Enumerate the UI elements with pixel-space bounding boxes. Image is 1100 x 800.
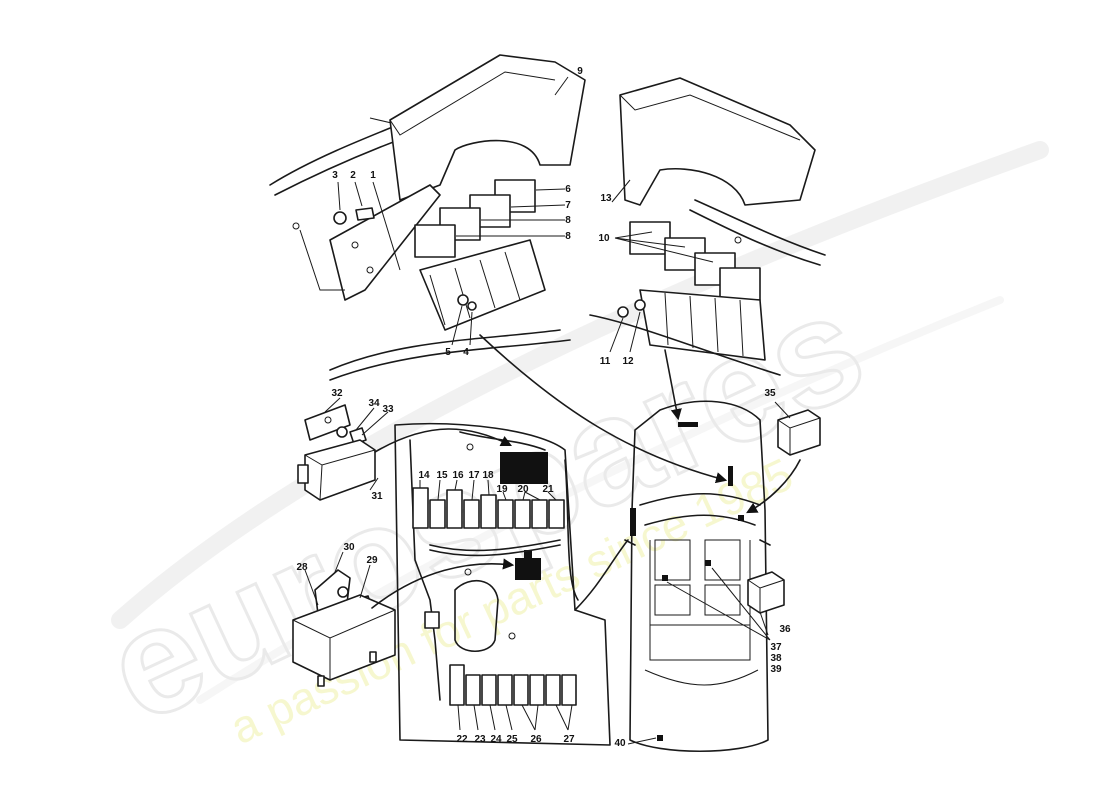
callout-29: 29 <box>366 555 378 566</box>
callout-2: 2 <box>350 170 356 181</box>
callout-40: 40 <box>614 738 626 749</box>
callout-22: 22 <box>456 734 468 745</box>
relay-10d <box>719 267 761 301</box>
callout-11: 11 <box>600 356 611 367</box>
callout-35: 35 <box>764 388 776 399</box>
callout-21: 21 <box>542 484 554 495</box>
relay-cover-right <box>619 77 816 206</box>
screw-11 <box>617 306 629 318</box>
marker-right <box>728 466 733 486</box>
callout-9: 9 <box>577 66 583 77</box>
watermark: eurospares a passion for parts since 198… <box>81 141 1049 756</box>
callout-31: 31 <box>371 491 383 502</box>
upper-fuse-row <box>412 487 565 529</box>
marker-left <box>630 508 636 536</box>
connector-block <box>500 452 548 484</box>
callout-33: 33 <box>382 404 394 415</box>
relay-base-right <box>639 289 766 361</box>
washer-12 <box>634 299 646 311</box>
callout-36: 36 <box>779 624 791 635</box>
module-28-group <box>292 569 396 687</box>
relay-35-36 <box>747 409 821 614</box>
right-relay-assembly <box>589 77 826 376</box>
callout-16: 16 <box>452 470 464 481</box>
callout-12: 12 <box>622 356 634 367</box>
relay-cover-left <box>389 54 586 201</box>
callout-6: 6 <box>565 184 571 195</box>
marker-40 <box>657 735 663 741</box>
marker-top <box>678 422 698 427</box>
callout-34: 34 <box>368 398 380 409</box>
callout-39: 39 <box>770 664 782 675</box>
callout-20: 20 <box>517 484 529 495</box>
leader-lines <box>304 76 801 745</box>
callout-4: 4 <box>463 347 469 358</box>
callout-38: 38 <box>770 653 782 664</box>
screw-2 <box>355 207 375 221</box>
left-relay-assembly <box>269 54 586 381</box>
relay-black <box>515 558 541 580</box>
washer-3 <box>333 211 347 225</box>
relay-10a <box>629 221 671 255</box>
callout-18: 18 <box>482 470 494 481</box>
callout-1: 1 <box>370 170 376 181</box>
callout-5: 5 <box>445 347 451 358</box>
callout-19: 19 <box>496 484 508 495</box>
callout-23: 23 <box>474 734 486 745</box>
module-31-group <box>297 404 376 501</box>
callout-10: 10 <box>598 233 610 244</box>
relay-base-left <box>419 239 546 331</box>
callout-8: 8 <box>565 231 571 242</box>
callout-3: 3 <box>332 170 338 181</box>
callout-8: 8 <box>565 215 571 226</box>
relay-8b <box>414 224 456 258</box>
callout-14: 14 <box>418 470 430 481</box>
relay-36 <box>747 571 785 614</box>
fuse-panel <box>394 422 611 746</box>
callout-28: 28 <box>296 562 308 573</box>
callout-27: 27 <box>563 734 575 745</box>
callout-25: 25 <box>506 734 518 745</box>
callout-26: 26 <box>530 734 542 745</box>
callout-24: 24 <box>490 734 502 745</box>
screw-33 <box>349 427 367 445</box>
callout-17: 17 <box>468 470 480 481</box>
callout-15: 15 <box>436 470 448 481</box>
lower-fuse-row <box>449 664 577 706</box>
callout-37: 37 <box>770 642 782 653</box>
callout-32: 32 <box>331 388 343 399</box>
callout-7: 7 <box>565 200 571 211</box>
callout-13: 13 <box>600 193 612 204</box>
callout-30: 30 <box>343 542 355 553</box>
